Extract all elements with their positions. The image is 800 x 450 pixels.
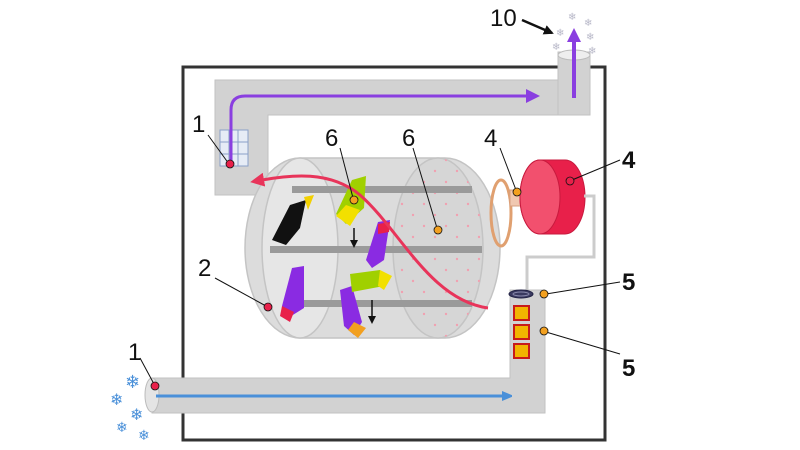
thermostat (508, 289, 534, 299)
label-4-belt: 4 (484, 125, 497, 152)
snowflake-icon: ❄ (110, 390, 123, 409)
heating-element-3 (513, 343, 530, 359)
snowflake-icon: ❄ (588, 46, 596, 57)
leader-5-thermostat (545, 281, 621, 295)
snowflake-icon: ❄ (586, 32, 594, 43)
label-6-left: 6 (325, 125, 338, 152)
sock-purple-red-2-toe (280, 306, 294, 322)
leader-4-motor (571, 159, 621, 181)
snowflake-icon: ❄ (130, 405, 143, 424)
sock-green-orange-toe (378, 270, 392, 290)
snowflake-icon: ❄ (584, 18, 592, 29)
leader-1-bottom (139, 357, 155, 385)
snowflake-icon: ❄ (556, 28, 564, 39)
marker-4-motor (565, 176, 575, 186)
exhaust-airflow-arrow (229, 89, 540, 162)
snowflake-icon: ❄ (568, 12, 576, 23)
leader-6-right (412, 147, 438, 229)
leader-2 (214, 277, 267, 307)
marker-4-belt (512, 187, 522, 197)
sock-purple-yellow (340, 286, 362, 335)
marker-6-right (433, 225, 443, 235)
sock-green-orange (350, 270, 384, 292)
exhaust-pointer-arrow (521, 18, 554, 35)
leader-4-belt (499, 147, 517, 191)
paddle-bar-top (292, 186, 472, 193)
sock-black-yellow (272, 200, 306, 245)
marker-5-heating (539, 326, 549, 336)
label-5-heating: 5 (622, 355, 635, 382)
motor-wire (525, 194, 596, 290)
motor-face (519, 159, 561, 235)
sock-purple-yellow-toe (348, 322, 366, 338)
marker-6-left (349, 195, 359, 205)
marker-1-top (225, 159, 235, 169)
label-4-motor: 4 (622, 147, 636, 174)
lint-filter (219, 129, 249, 167)
leader-6-left (339, 147, 354, 199)
label-6-right: 6 (402, 125, 415, 152)
hot-airflow-arrow (250, 172, 489, 310)
snowflake-icon: ❄ (552, 42, 560, 53)
leader-1-top (207, 134, 230, 165)
label-5-thermostat: 5 (622, 269, 635, 296)
label-1-top: 1 (192, 111, 205, 138)
marker-5-thermostat (539, 289, 549, 299)
label-10-exhaust: 10 (490, 5, 517, 32)
thermostat-ring (512, 291, 530, 297)
exhaust-vapor: ❄ ❄ ❄ ❄ ❄ ❄ (552, 12, 596, 57)
marker-2 (263, 302, 273, 312)
label-1-bottom: 1 (128, 339, 141, 366)
snowflake-icon: ❄ (138, 428, 150, 444)
sock-black-yellow-toe (304, 195, 314, 210)
drive-belt (489, 178, 513, 248)
label-2: 2 (198, 255, 211, 282)
sock-green-yellow-toe (336, 205, 360, 226)
sock-purple-red-2 (282, 266, 304, 318)
snowflake-icon: ❄ (125, 372, 140, 393)
intake-snowflakes: ❄ ❄ ❄ ❄ ❄ (110, 372, 150, 444)
paddle-bar-bottom (292, 300, 472, 307)
snowflake-icon: ❄ (116, 420, 128, 436)
marker-1-bottom (150, 381, 160, 391)
leader-5-heating (545, 331, 621, 355)
heating-element-1 (513, 305, 530, 321)
heating-element-2 (513, 324, 530, 340)
